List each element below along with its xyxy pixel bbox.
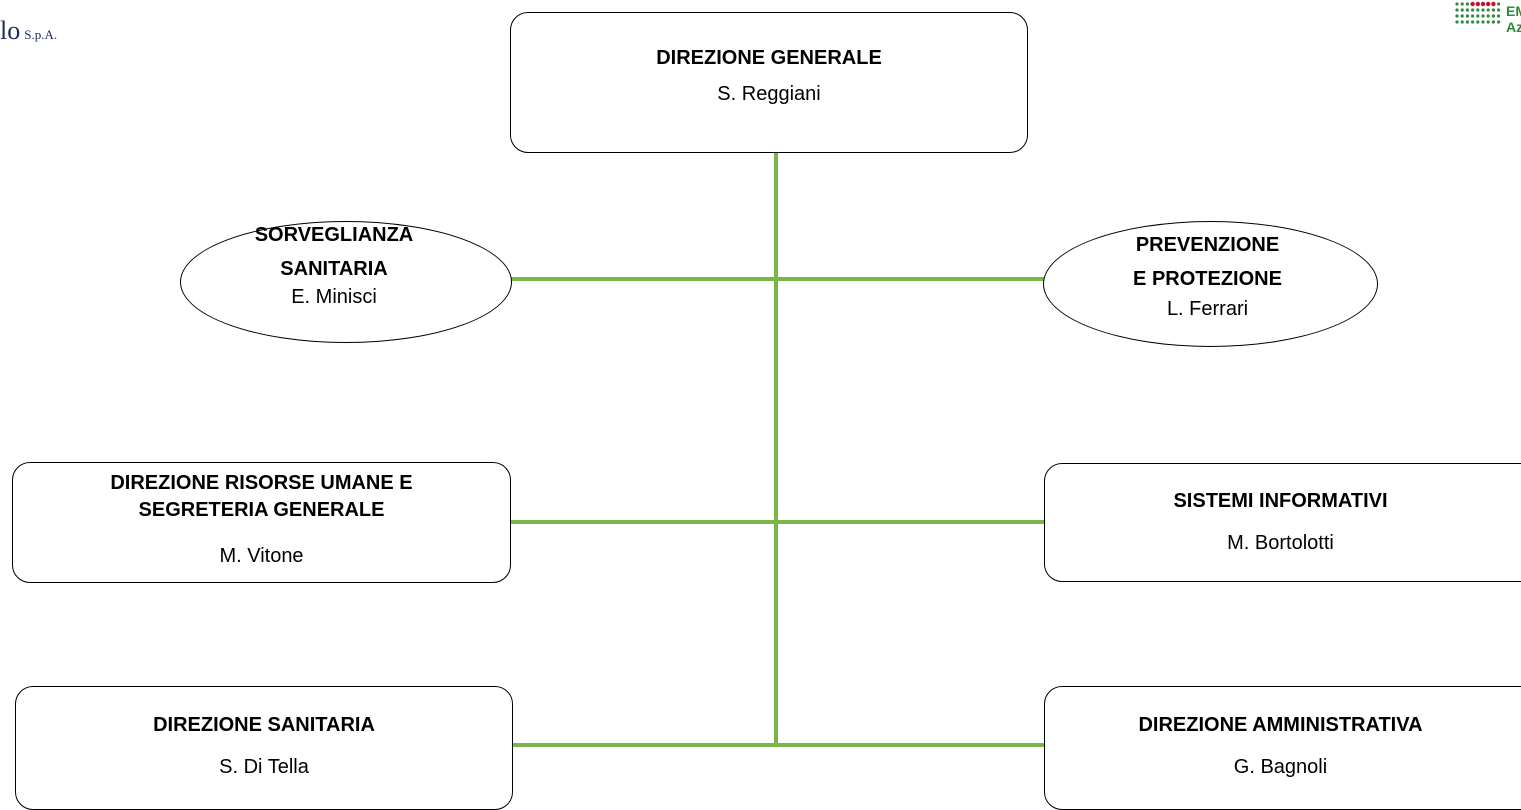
- logo-dot: [1486, 20, 1490, 24]
- logo-dot: [1475, 1, 1480, 7]
- logo-right-line1: EMILIA: [1506, 3, 1521, 19]
- node-title: DIREZIONE GENERALE: [656, 47, 882, 69]
- node-name: S. Di Tella: [219, 756, 309, 778]
- node-name: S. Reggiani: [717, 83, 821, 105]
- logo-dot: [1471, 8, 1475, 12]
- node-title-line1: DIREZIONE RISORSE UMANE E: [110, 472, 413, 494]
- region-logo-right: EMILIA Aziend: [1454, 0, 1521, 42]
- logo-dot: [1481, 8, 1485, 12]
- node-prevenzione-protezione: PREVENZIONE E PROTEZIONE L. Ferrari: [1043, 221, 1378, 347]
- logo-dot: [1460, 2, 1464, 6]
- node-title-line1: SORVEGLIANZA: [254, 224, 414, 246]
- logo-dot: [1486, 8, 1490, 12]
- logo-dot: [1481, 20, 1485, 24]
- logo-dot: [1460, 14, 1464, 18]
- logo-dot: [1465, 20, 1469, 24]
- logo-dot: [1497, 20, 1501, 24]
- logo-left-suffix: S.p.A.: [24, 27, 58, 42]
- logo-dot: [1465, 8, 1469, 12]
- node-name: L. Ferrari: [1166, 298, 1249, 320]
- logo-dot: [1470, 1, 1475, 7]
- node-name: M. Bortolotti: [1227, 532, 1334, 554]
- logo-dot: [1491, 20, 1495, 24]
- logo-left-text: lo: [0, 16, 21, 45]
- logo-dot: [1465, 14, 1469, 18]
- logo-dot: [1471, 20, 1475, 24]
- connector-level-1: [510, 277, 1045, 281]
- logo-dot: [1497, 14, 1501, 18]
- node-direzione-sanitaria: DIREZIONE SANITARIA S. Di Tella: [15, 686, 513, 810]
- logo-dot: [1465, 2, 1469, 6]
- node-name: E. Minisci: [291, 286, 377, 308]
- logo-dot: [1460, 20, 1464, 24]
- logo-dot: [1480, 1, 1486, 7]
- logo-dot: [1486, 14, 1490, 18]
- logo-dot: [1455, 14, 1459, 18]
- logo-dot: [1455, 20, 1459, 24]
- node-title: DIREZIONE AMMINISTRATIVA: [1138, 714, 1423, 736]
- logo-dot: [1471, 14, 1475, 18]
- node-title-line2: E PROTEZIONE: [1133, 268, 1282, 290]
- logo-dot: [1476, 20, 1480, 24]
- logo-dot: [1455, 2, 1459, 6]
- connector-level-3: [510, 743, 1045, 747]
- logo-dot: [1481, 14, 1485, 18]
- logo-dot: [1491, 1, 1496, 7]
- node-direzione-amministrativa: DIREZIONE AMMINISTRATIVA G. Bagnoli: [1044, 686, 1521, 810]
- logo-dot: [1497, 8, 1501, 12]
- logo-right-line2: Aziend: [1506, 19, 1521, 35]
- node-title-line2: SANITARIA: [280, 258, 388, 280]
- node-sorveglianza-sanitaria: SORVEGLIANZA SANITARIA E. Minisci: [180, 221, 512, 343]
- trunk-connector: [774, 152, 778, 747]
- node-name: M. Vitone: [219, 545, 304, 567]
- logo-dot: [1460, 8, 1464, 12]
- node-name: G. Bagnoli: [1233, 756, 1328, 778]
- logo-dot: [1476, 14, 1480, 18]
- logo-dot: [1476, 8, 1480, 12]
- node-risorse-umane: DIREZIONE RISORSE UMANE E SEGRETERIA GEN…: [12, 462, 511, 583]
- node-title: DIREZIONE SANITARIA: [153, 714, 375, 736]
- node-title-line2: SEGRETERIA GENERALE: [138, 499, 385, 521]
- connector-level-2: [510, 520, 1045, 524]
- dot-grid-icon: [1455, 1, 1501, 24]
- logo-dot: [1486, 1, 1491, 7]
- logo-dot: [1455, 8, 1459, 12]
- logo-right-text: EMILIA Aziend: [1506, 3, 1521, 35]
- logo-dot: [1491, 14, 1495, 18]
- logo-dot: [1497, 2, 1501, 6]
- node-title-line1: PREVENZIONE: [1135, 234, 1280, 256]
- node-sistemi-informativi: SISTEMI INFORMATIVI M. Bortolotti: [1044, 463, 1521, 582]
- logo-dot: [1491, 8, 1495, 12]
- node-title: SISTEMI INFORMATIVI: [1173, 490, 1388, 512]
- node-direzione-generale: DIREZIONE GENERALE S. Reggiani: [510, 12, 1028, 153]
